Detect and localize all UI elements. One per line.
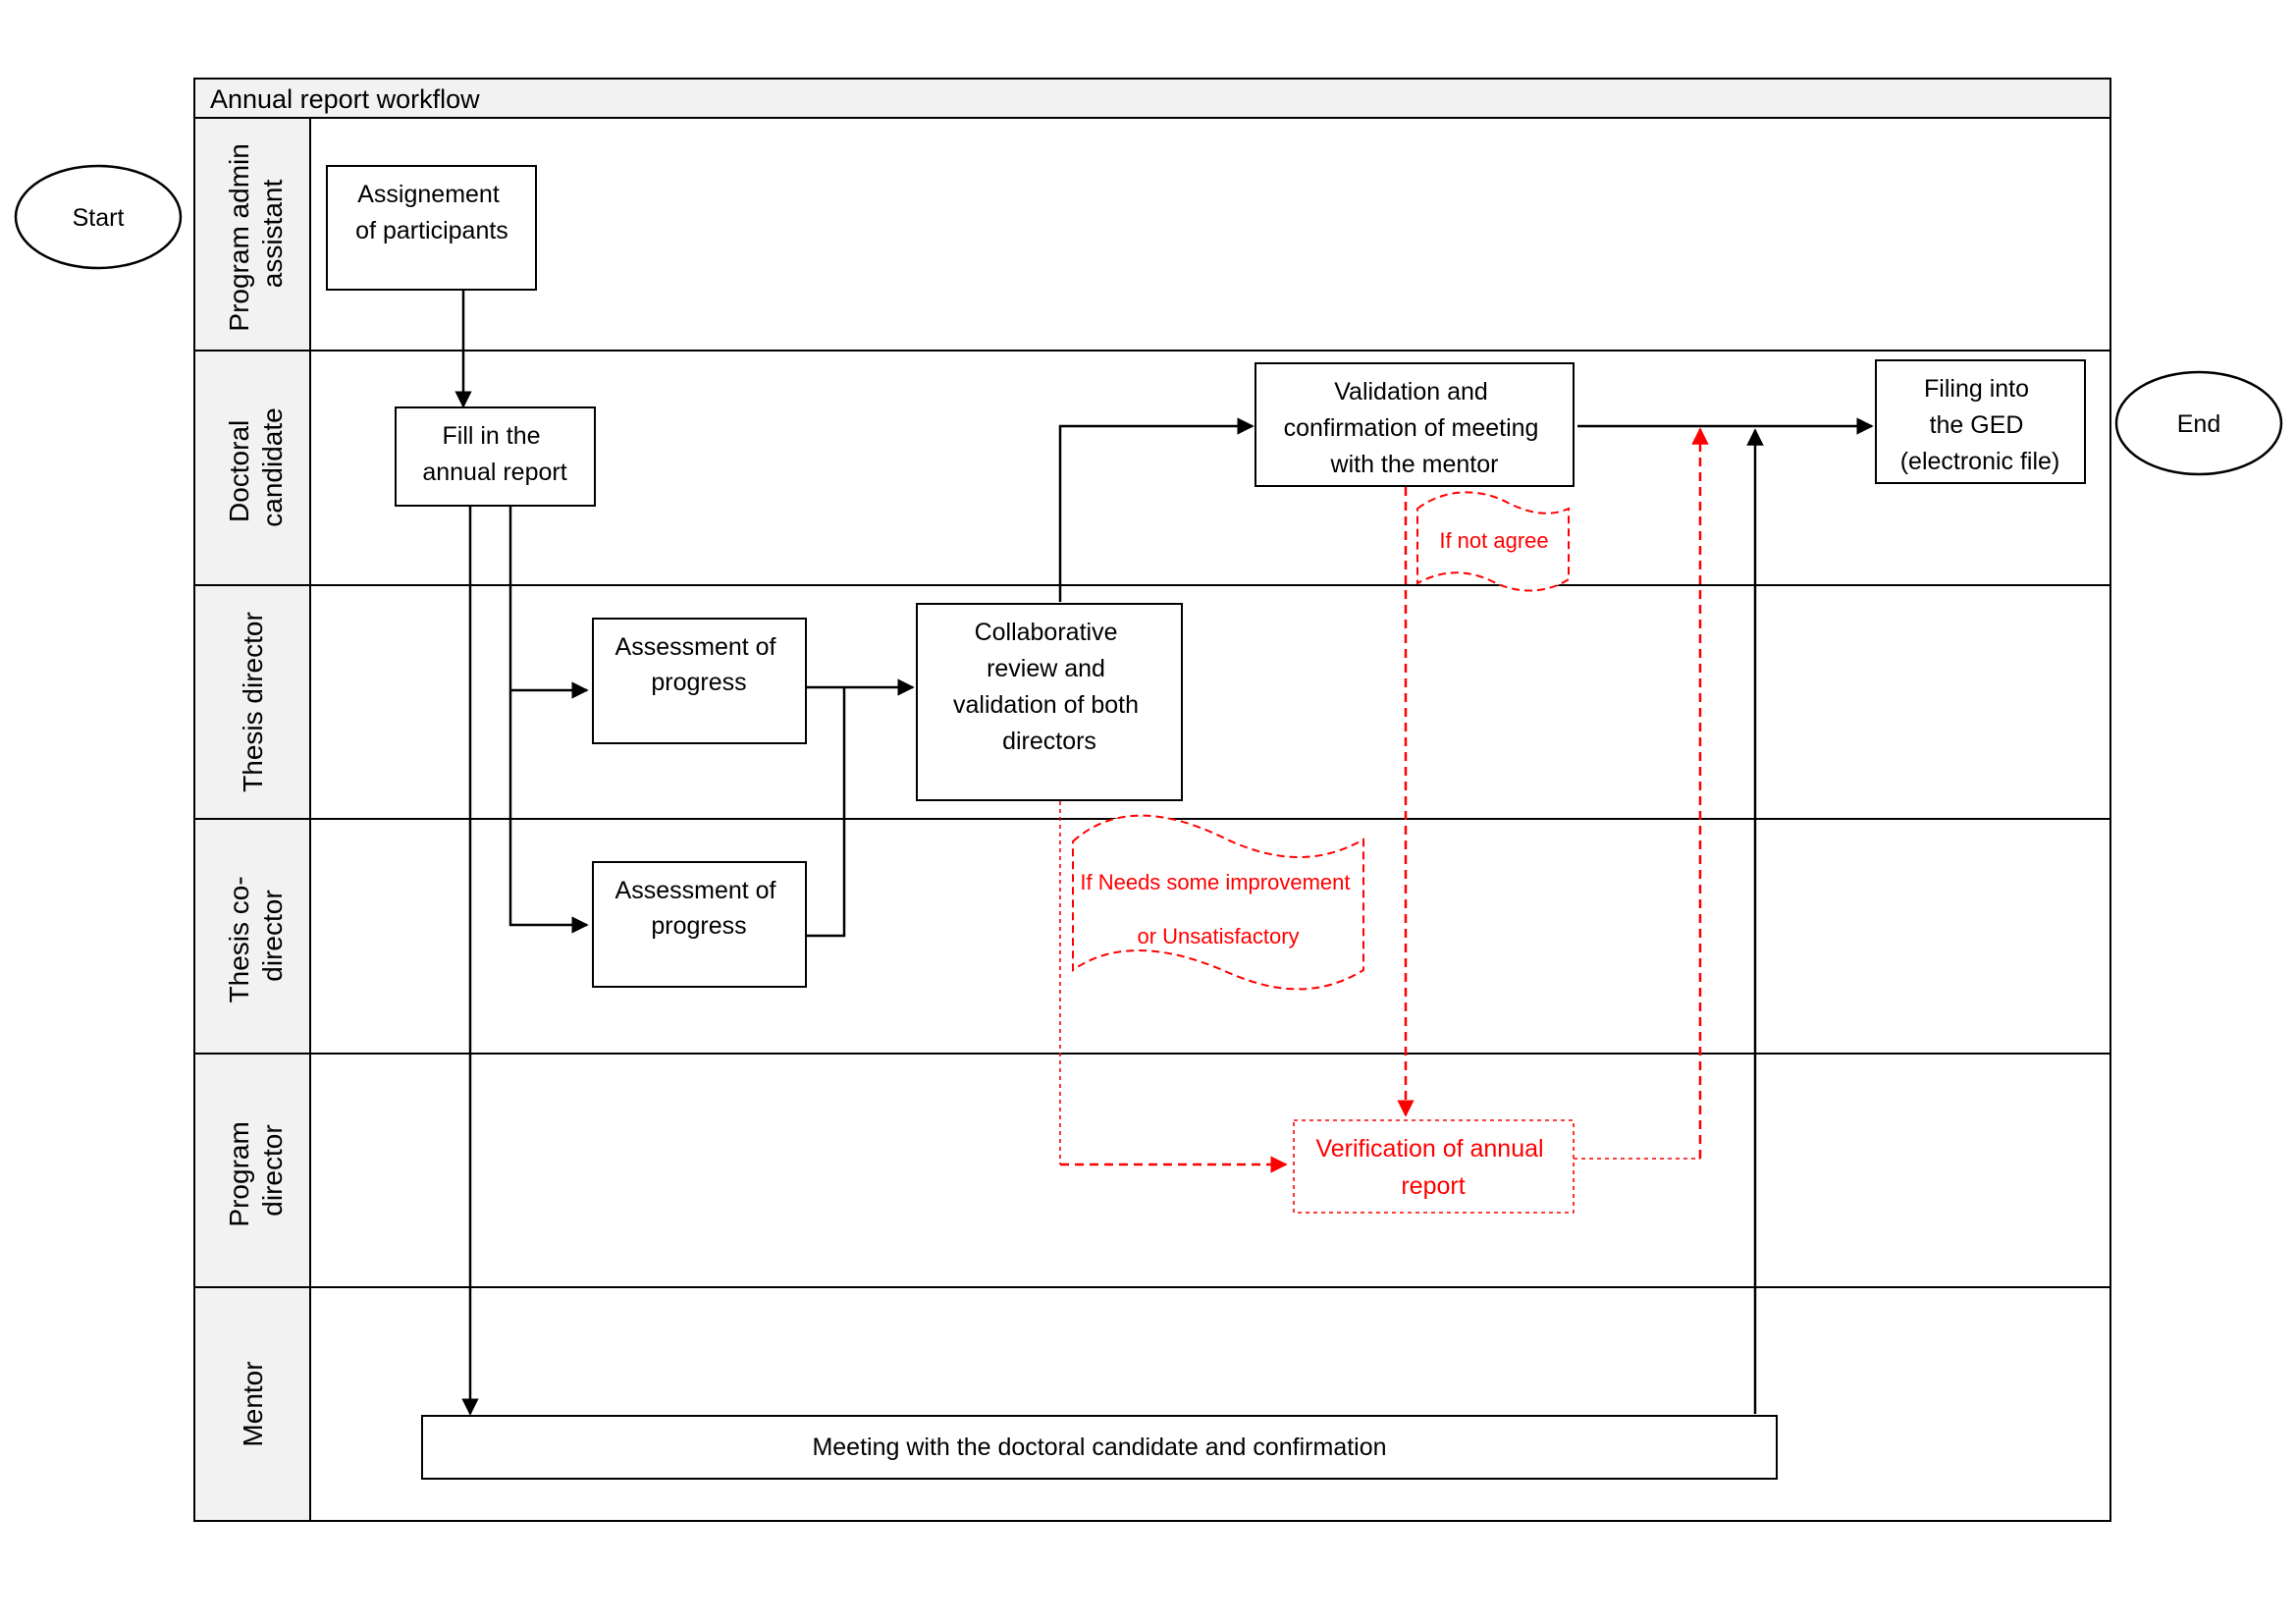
step-mentor-meeting-label: Meeting with the doctoral candidate and … xyxy=(812,1434,1386,1461)
step-filing-label: Filing into the GED (electronic file) xyxy=(1900,375,2060,475)
condition-needs-improvement: If Needs some improvement or Unsatisfact… xyxy=(1072,814,1364,991)
lane-headers: Program admin assistant Doctoral candida… xyxy=(193,117,311,1522)
start-terminal: Start xyxy=(14,164,183,270)
step-assessment-director-label: Assessment of progress xyxy=(615,633,783,696)
step-collaborative-review-label: Collaborative review and validation of b… xyxy=(953,619,1146,755)
title-bar: Annual report workflow xyxy=(193,78,2111,119)
conditional-connectors xyxy=(1059,427,1709,1173)
lane-label-thesis-director: Thesis director xyxy=(238,612,268,792)
start-label: Start xyxy=(73,204,125,232)
step-fill-report-label: Fill in the annual report xyxy=(422,422,566,486)
swimlane-frame xyxy=(193,117,2111,1522)
step-assignment: Assignement of participants xyxy=(326,165,537,291)
lane-label-thesis-codirector: Thesis co- director xyxy=(224,869,288,1003)
step-assignment-label: Assignement of participants xyxy=(355,181,508,244)
step-mentor-meeting: Meeting with the doctoral candidate and … xyxy=(421,1415,1778,1480)
lane-label-doctoral-candidate: Doctoral candidate xyxy=(224,407,288,526)
lane-label-program-director: Program director xyxy=(224,1113,288,1226)
step-collaborative-review: Collaborative review and validation of b… xyxy=(916,603,1183,801)
step-fill-report: Fill in the annual report xyxy=(395,406,596,507)
step-assessment-codirector: Assessment of progress xyxy=(592,861,807,988)
condition-not-agree-label: If not agree xyxy=(1439,528,1548,553)
step-validation-mentor-label: Validation and confirmation of meeting w… xyxy=(1284,378,1546,478)
lane-label-program-admin: Program admin assistant xyxy=(224,135,288,331)
step-assessment-codirector-label: Assessment of progress xyxy=(615,877,783,940)
step-filing: Filing into the GED (electronic file) xyxy=(1875,359,2086,484)
lane-label-mentor: Mentor xyxy=(238,1361,268,1446)
flow-connectors xyxy=(454,291,1874,1416)
step-verification-label: Verification of annual report xyxy=(1315,1135,1550,1200)
step-assessment-director: Assessment of progress xyxy=(592,618,807,744)
end-terminal: End xyxy=(2114,370,2283,476)
condition-not-agree: If not agree xyxy=(1416,491,1570,592)
step-validation-mentor: Validation and confirmation of meeting w… xyxy=(1255,362,1575,487)
end-label: End xyxy=(2177,410,2220,438)
diagram-title: Annual report workflow xyxy=(210,84,480,114)
condition-needs-improvement-label: If Needs some improvement or Unsatisfact… xyxy=(1080,870,1356,948)
step-verification: Verification of annual report xyxy=(1293,1119,1575,1214)
